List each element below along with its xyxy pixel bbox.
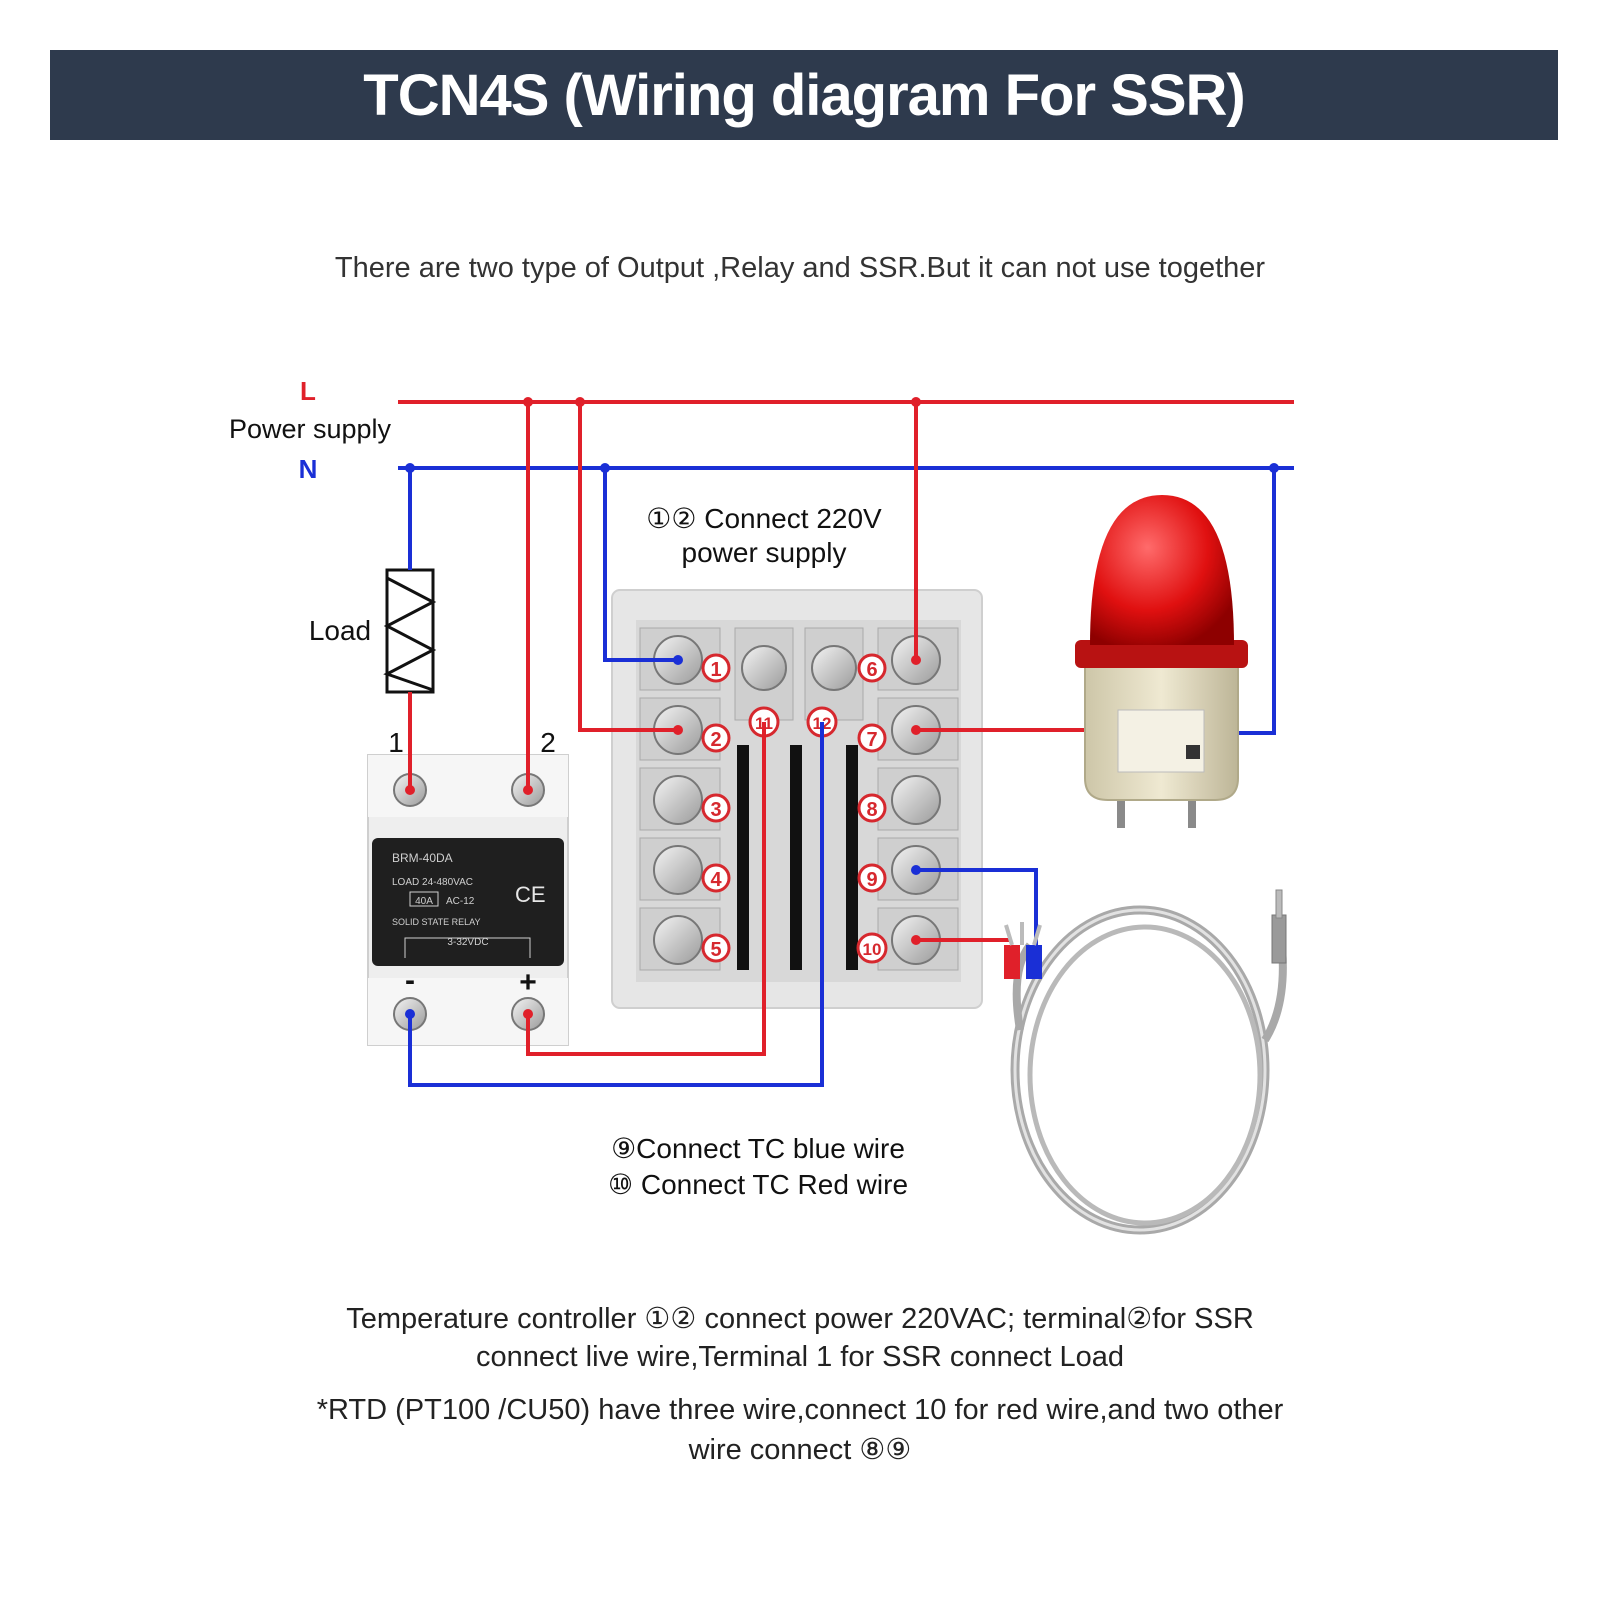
subtitle: There are two type of Output ,Relay and … <box>334 252 1266 284</box>
ssr-minus-label: - <box>405 964 415 997</box>
callout-tc-blue: ⑨Connect TC blue wire <box>611 1133 905 1164</box>
note-line-4: wire connect ⑧⑨ <box>688 1434 912 1466</box>
callout-power-line2: power supply <box>682 537 847 568</box>
solid-state-relay: BRM-40DA LOAD 24-480VAC 40A AC-12 CE SOL… <box>367 754 569 1046</box>
terminal-label-9: 9 <box>866 869 877 891</box>
load-label: Load <box>309 615 371 646</box>
terminal-label-1: 1 <box>710 659 721 681</box>
title-banner: TCN4S (Wiring diagram For SSR) <box>50 50 1558 140</box>
terminal-label-7: 7 <box>866 729 877 751</box>
callout-tc-red: ⑩ Connect TC Red wire <box>608 1169 908 1200</box>
thermocouple-probe <box>1004 889 1287 1235</box>
terminal-block-middle <box>734 627 864 970</box>
terminal-label-3: 3 <box>710 799 721 821</box>
ssr-terminal-2-label: 2 <box>540 727 556 758</box>
wire-neutral-to-lamp <box>1238 468 1276 735</box>
wire-terminal-11-to-ssr-plus <box>526 722 766 1056</box>
wire-neutral-to-terminal-1 <box>603 468 678 662</box>
note-line-3: *RTD (PT100 /CU50) have three wire,conne… <box>316 1394 1284 1426</box>
neutral-label: N <box>299 454 318 484</box>
ssr-input: 3-32VDC <box>447 937 488 948</box>
power-supply-label: Power supply <box>229 414 392 444</box>
note-rtd: *RTD (PT100 /CU50) have three wire,conne… <box>0 1390 1600 1470</box>
ssr-model: BRM-40DA <box>392 851 453 865</box>
live-label: L <box>300 376 316 406</box>
junction-dots <box>405 397 1279 1019</box>
note-line-1: Temperature controller ①② connect power … <box>346 1303 1254 1335</box>
load-resistor <box>383 568 437 694</box>
terminal-label-10: 10 <box>863 940 882 959</box>
warning-lamp <box>1075 495 1248 828</box>
terminal-label-6: 6 <box>866 659 877 681</box>
terminal-block-right <box>877 627 959 971</box>
ssr-plus-label: + <box>519 966 537 999</box>
live-wires <box>526 402 1085 1056</box>
terminal-label-8: 8 <box>866 799 877 821</box>
ssr-type: SOLID STATE RELAY <box>392 917 481 927</box>
wire-live-to-terminal-2 <box>578 402 678 732</box>
ssr-ac-class: AC-12 <box>446 896 475 907</box>
callout-power-line1: ①② Connect 220V <box>646 503 882 534</box>
terminal-badges: 1 2 3 4 5 6 7 8 9 10 11 12 <box>701 653 888 964</box>
terminal-block-left <box>639 627 721 971</box>
ssr-terminal-1-label: 1 <box>388 727 404 758</box>
page-title: TCN4S (Wiring diagram For SSR) <box>363 62 1245 128</box>
ssr-load-rating: LOAD 24-480VAC <box>392 877 473 888</box>
ssr-current: 40A <box>415 896 433 907</box>
terminal-label-4: 4 <box>710 869 722 891</box>
neutral-wires <box>408 468 1276 1087</box>
ce-mark: CE <box>515 882 546 907</box>
terminal-label-5: 5 <box>710 939 721 961</box>
note-line-2: connect live wire,Terminal 1 for SSR con… <box>476 1341 1124 1373</box>
wire-terminal-9-tc-blue <box>916 868 1038 950</box>
terminal-label-2: 2 <box>710 729 721 751</box>
note-wiring: Temperature controller ①② connect power … <box>0 1300 1600 1376</box>
temperature-controller: 1 2 3 4 5 6 7 8 9 10 11 12 <box>611 589 983 1009</box>
wire-terminal-12-to-ssr-minus <box>408 722 824 1087</box>
